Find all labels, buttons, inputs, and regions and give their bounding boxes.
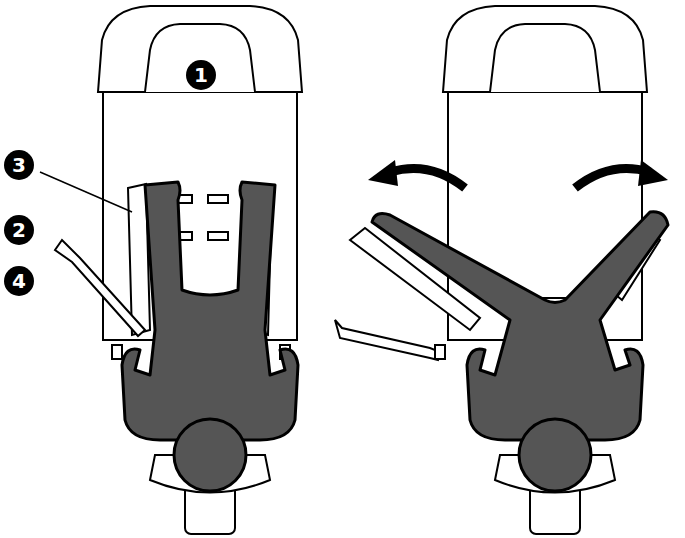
callout-number: 1 (186, 60, 216, 90)
callout-number: 2 (4, 215, 34, 245)
callout-number: 3 (4, 150, 34, 180)
callout-number: 4 (4, 266, 34, 296)
